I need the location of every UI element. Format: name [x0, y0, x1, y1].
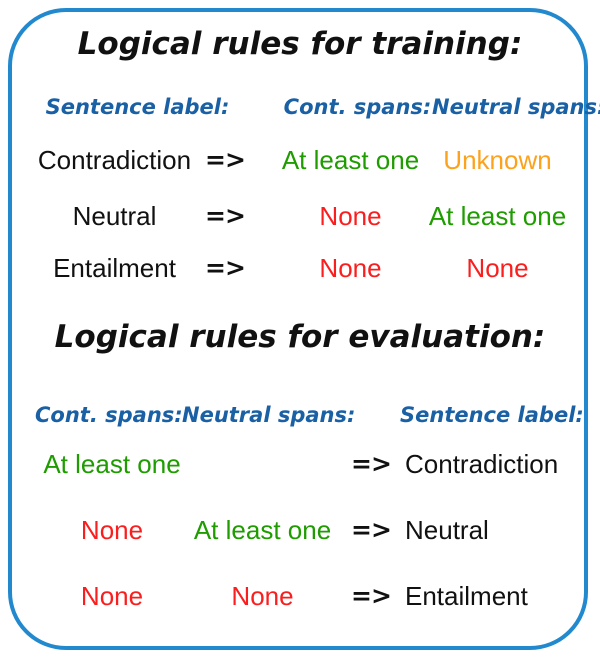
training-row-label: Entailment [53, 253, 176, 283]
evaluation-row-cont-value: At least one [43, 449, 181, 479]
training-header-neutral-spans: Neutral spans: [432, 95, 600, 119]
training-header-cont-spans: Cont. spans: [283, 95, 432, 119]
training-row-cont-value: None [319, 253, 382, 283]
evaluation-header-neutral-spans: Neutral spans: [182, 403, 356, 427]
evaluation-row-label: Neutral [405, 515, 489, 545]
evaluation-row-label: Contradiction [405, 449, 559, 479]
evaluation-row-cont-value: None [80, 515, 144, 545]
training-row-cont-value: At least one [281, 145, 420, 175]
evaluation-row-label: Entailment [405, 581, 528, 611]
evaluation-row-neutral-value: At least one [193, 515, 332, 545]
training-header-sentence-label: Sentence label: [45, 95, 230, 119]
training-row-neutral-value: None [466, 253, 529, 283]
training-row-label: Contradiction [37, 145, 192, 175]
evaluation-row-cont-value: None [80, 581, 144, 611]
implies-arrow: => [351, 581, 392, 610]
evaluation-header-cont-spans: Cont. spans: [35, 403, 183, 427]
evaluation-section-title: Logical rules for evaluation: [54, 319, 546, 355]
rounded-border-frame [8, 8, 588, 650]
training-section-title: Logical rules for training: [77, 26, 523, 62]
implies-arrow: => [351, 449, 392, 478]
evaluation-header-sentence-label: Sentence label: [400, 403, 584, 427]
evaluation-row-neutral-value: None [231, 581, 294, 611]
training-row-neutral-value: At least one [428, 201, 567, 231]
training-row-cont-value: None [319, 201, 382, 231]
implies-arrow: => [351, 515, 392, 544]
training-row-neutral-value: Unknown [443, 145, 552, 175]
implies-arrow: => [205, 145, 246, 174]
implies-arrow: => [205, 253, 246, 282]
training-row-label: Neutral [72, 201, 157, 231]
implies-arrow: => [205, 201, 246, 230]
